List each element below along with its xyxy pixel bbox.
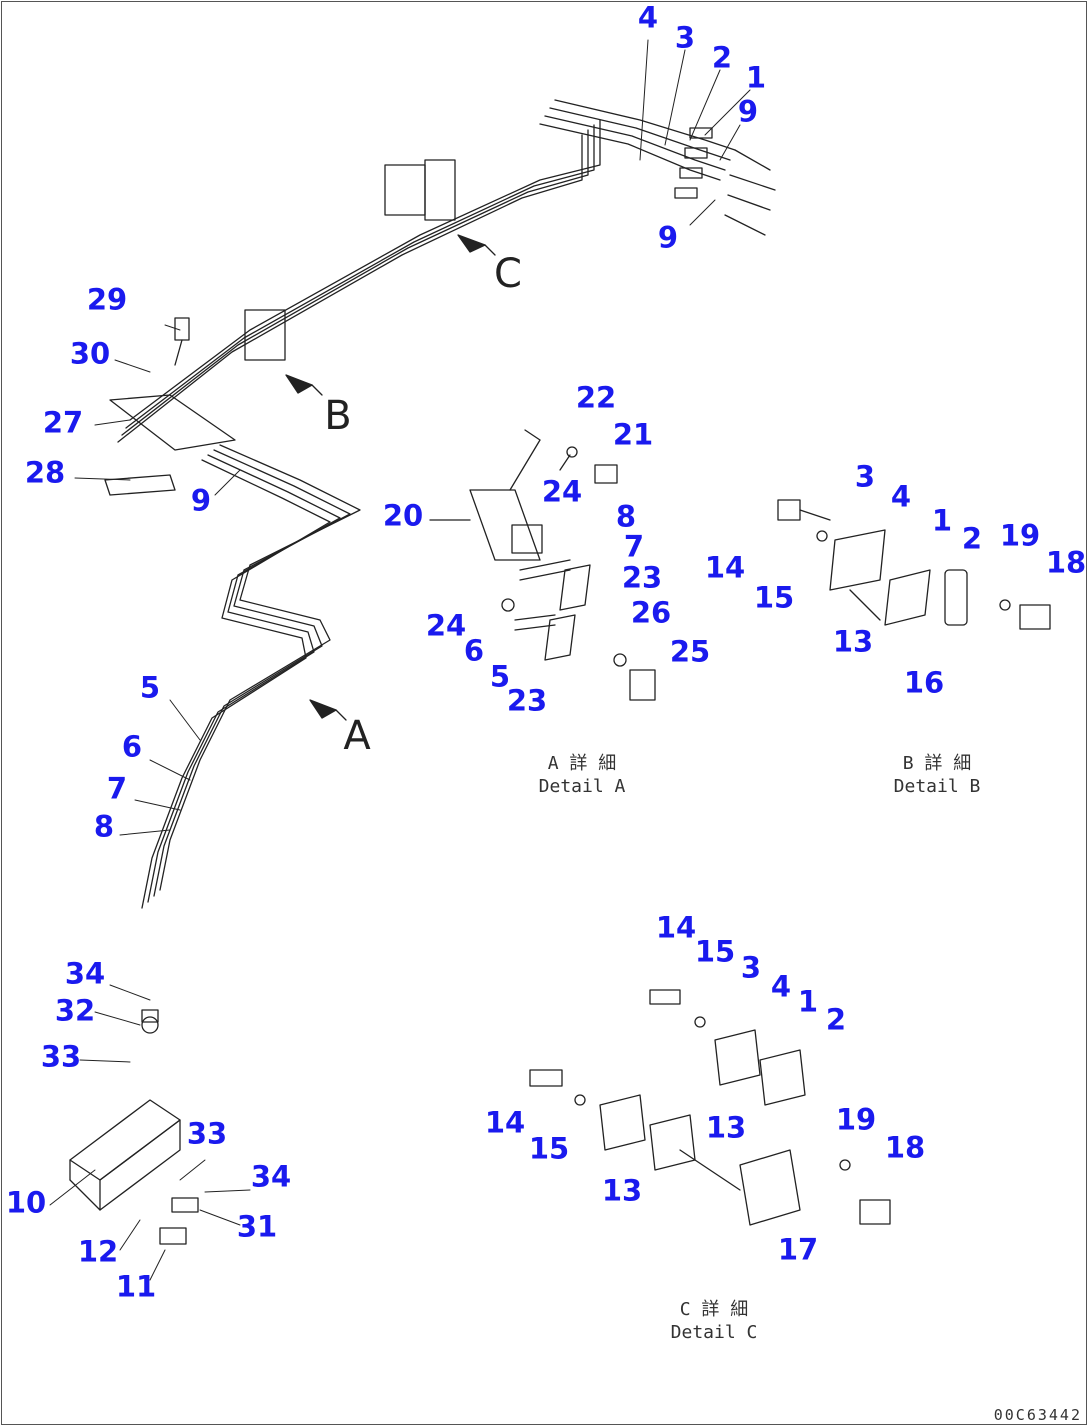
pipe-fittings-top: [244, 127, 776, 361]
callout-2c: 2: [825, 1002, 847, 1037]
callout-29: 29: [86, 282, 128, 317]
callout-27: 27: [42, 405, 84, 440]
callout-23a: 23: [621, 560, 663, 595]
callout-1b: 1: [931, 503, 953, 538]
detail-c-drawing: [529, 989, 891, 1226]
valve-block: [69, 1009, 199, 1245]
callout-4c: 4: [770, 969, 792, 1004]
callout-2: 2: [711, 40, 733, 75]
callout-15b: 15: [694, 934, 736, 969]
callout-16: 16: [903, 665, 945, 700]
callout-32: 32: [54, 993, 96, 1028]
callout-8b: 8: [615, 499, 637, 534]
pipe-bundle: [117, 99, 736, 909]
callout-28: 28: [24, 455, 66, 490]
callout-34b: 34: [250, 1159, 292, 1194]
callout-14b: 14: [655, 910, 697, 945]
detail-a-drawing: [429, 429, 656, 701]
callout-3: 3: [674, 20, 696, 55]
view-arrows: [285, 234, 496, 721]
callout-33b: 33: [186, 1116, 228, 1151]
callout-11: 11: [115, 1269, 157, 1304]
callout-33a: 33: [40, 1039, 82, 1074]
callout-25: 25: [669, 634, 711, 669]
caption-detail-b-en: Detail B: [893, 776, 981, 798]
callout-12: 12: [77, 1234, 119, 1269]
clamp-27-28: [104, 317, 236, 496]
callout-13a: 13: [832, 624, 874, 659]
callout-31: 31: [236, 1209, 278, 1244]
callout-9c: 9: [190, 483, 212, 518]
callout-4: 4: [637, 0, 659, 35]
caption-detail-c-en: Detail C: [670, 1322, 758, 1344]
callout-14a: 14: [704, 550, 746, 585]
callout-7: 7: [106, 771, 128, 806]
callout-8: 8: [93, 809, 115, 844]
callout-24a: 24: [541, 474, 583, 509]
callout-6: 6: [121, 729, 143, 764]
callout-19b: 19: [835, 1102, 877, 1137]
callout-22: 22: [575, 380, 617, 415]
detail-b-drawing: [777, 499, 1051, 630]
callout-3c: 3: [740, 950, 762, 985]
callout-18b: 18: [884, 1130, 926, 1165]
caption-detail-c-jp: C 詳 細: [679, 1299, 749, 1320]
part-number: 00C63442: [993, 1406, 1082, 1424]
callout-20: 20: [382, 498, 424, 533]
callout-9b: 9: [657, 220, 679, 255]
caption-detail-a-en: Detail A: [538, 776, 626, 798]
callout-6b: 6: [463, 633, 485, 668]
view-letter-c: C: [494, 251, 522, 297]
callout-21: 21: [612, 417, 654, 452]
callout-2b: 2: [961, 521, 983, 556]
callout-34a: 34: [64, 956, 106, 991]
callout-19a: 19: [999, 518, 1041, 553]
callout-17: 17: [777, 1232, 819, 1267]
callout-18a: 18: [1045, 545, 1087, 580]
callout-15c: 15: [528, 1131, 570, 1166]
callout-3b: 3: [854, 459, 876, 494]
callout-26: 26: [630, 595, 672, 630]
caption-detail-a: A 詳 細 Detail A: [539, 752, 626, 799]
callout-24b: 24: [425, 608, 467, 643]
callout-4b: 4: [890, 479, 912, 514]
caption-detail-b: B 詳 細 Detail B: [894, 752, 981, 799]
callout-13c: 13: [601, 1173, 643, 1208]
callout-10: 10: [5, 1185, 47, 1220]
callout-5b: 5: [489, 659, 511, 694]
callout-1c: 1: [797, 984, 819, 1019]
callout-15a: 15: [753, 580, 795, 615]
leader-lines: [49, 39, 751, 1281]
caption-detail-b-jp: B 詳 細: [902, 753, 972, 774]
caption-detail-c: C 詳 細 Detail C: [671, 1298, 758, 1345]
view-letter-b: B: [324, 393, 352, 439]
callout-7b: 7: [623, 529, 645, 564]
callout-13b: 13: [705, 1110, 747, 1145]
callout-30: 30: [69, 336, 111, 371]
view-letter-a: A: [343, 713, 371, 759]
callout-23b: 23: [506, 683, 548, 718]
callout-1: 1: [745, 60, 767, 95]
callout-14c: 14: [484, 1105, 526, 1140]
callout-9a: 9: [737, 94, 759, 129]
caption-detail-a-jp: A 詳 細: [547, 753, 617, 774]
callout-5: 5: [139, 670, 161, 705]
